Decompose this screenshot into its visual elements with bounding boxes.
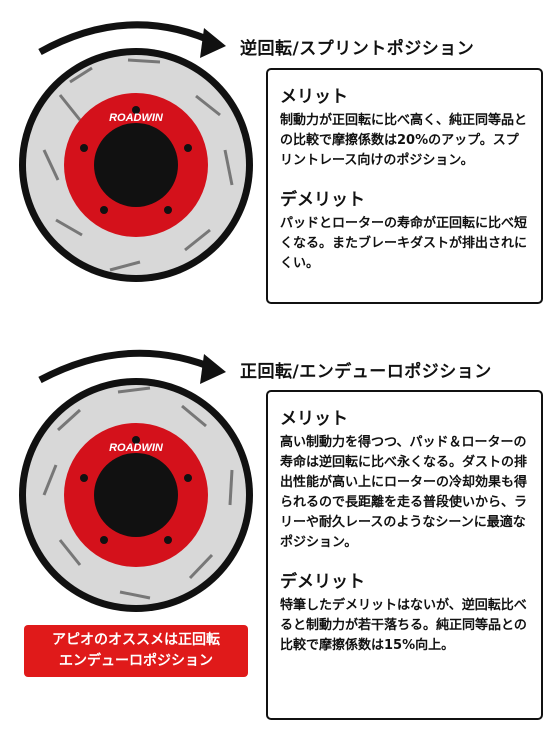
- rotation-arrow-icon: [38, 349, 220, 384]
- demerit-text: 特筆したデメリットはないが、逆回転比べると制動力が若干落ちる。純正同等品との比較…: [280, 598, 527, 653]
- disc-brand-logo: ROADWIN: [109, 442, 164, 454]
- disc-brand-logo: ROADWIN: [109, 112, 164, 124]
- disc-bolt-holes: [80, 106, 192, 214]
- brake-disc-illustration-reverse: ROADWIN: [19, 21, 253, 282]
- section-endurance: ROADWIN 正回転/エンデューロポジション メリット 高い制動力を得つつ、パ…: [0, 330, 560, 730]
- disc-center-hole: [94, 453, 178, 537]
- disc-slots: [42, 58, 234, 272]
- demerit-title: デメリット: [280, 190, 365, 210]
- disc-center-hole: [94, 123, 178, 207]
- merit-text: 制動力が正回転に比べ高く、純正同等品との比較で摩擦係数は20%のアップ。スプリン…: [280, 113, 528, 168]
- brake-disc-illustration-forward: ROADWIN: [19, 349, 253, 612]
- badge-line-1: アピオのオススメは正回転: [52, 632, 220, 648]
- section-sprint: ROADWIN 逆回転/スプリントポジション メリット 制動力が正回転に比べ高く…: [0, 0, 560, 320]
- section-heading: 逆回転/スプリントポジション: [240, 39, 475, 59]
- disc-slots: [42, 386, 234, 600]
- merit-title: メリット: [280, 409, 348, 429]
- disc-bolt-holes: [80, 436, 192, 544]
- demerit-text: パッドとローターの寿命が正回転に比べ短くなる。またブレーキダストが排出されにくい…: [280, 216, 528, 271]
- info-box: メリット 制動力が正回転に比べ高く、純正同等品との比較で摩擦係数は20%のアップ…: [266, 68, 543, 304]
- merit-text: 高い制動力を得つつ、パッド＆ローターの寿命は逆回転に比べ永くなる。ダストの排出性…: [280, 435, 528, 550]
- badge-line-2: エンデューロポジション: [59, 653, 213, 669]
- arrow-head-icon: [200, 354, 226, 384]
- demerit-title: デメリット: [280, 572, 365, 592]
- info-box: メリット 高い制動力を得つつ、パッド＆ローターの寿命は逆回転に比べ永くなる。ダス…: [266, 390, 543, 720]
- arrow-head-icon: [200, 28, 226, 58]
- rotation-arrow-icon: [38, 21, 220, 56]
- merit-title: メリット: [280, 87, 348, 107]
- recommendation-badge: アピオのオススメは正回転 エンデューロポジション: [24, 625, 248, 677]
- section-heading: 正回転/エンデューロポジション: [240, 362, 492, 382]
